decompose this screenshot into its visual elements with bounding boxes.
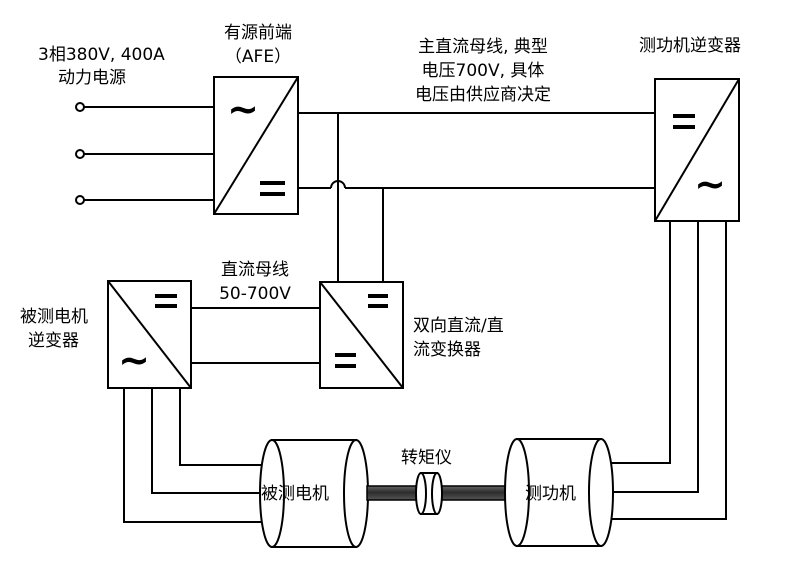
afe-converter-block	[213, 76, 299, 215]
ac-input-lines	[75, 102, 214, 205]
main-bus-label-line2: 电压700V, 具体	[421, 61, 545, 81]
main-bus-label-line3: 电压由供应商决定	[415, 85, 551, 105]
terminal-l2	[75, 149, 85, 159]
dut-motor-label: 被测电机	[261, 484, 329, 504]
power-source-label-line2: 动力电源	[58, 68, 126, 88]
terminal-l3	[75, 195, 85, 205]
secondary-dc-bus	[191, 307, 320, 364]
dut-inverter-block	[107, 280, 192, 389]
dyno-inverter-label: 测功机逆变器	[639, 36, 741, 56]
dut-motor	[259, 439, 369, 548]
dyno-motor-label: 测功机	[525, 484, 576, 504]
main-bus-label-line1: 主直流母线, 典型	[418, 37, 548, 57]
dut-inverter-label-line2: 逆变器	[28, 331, 79, 351]
dyno-motor-wiring	[605, 221, 727, 520]
afe-label-line2: （AFE）	[224, 47, 292, 67]
bidir-converter-label-line2: 流变换器	[413, 340, 481, 360]
dut-motor-wiring	[123, 388, 272, 523]
terminal-l1	[75, 102, 85, 112]
dut-inverter-ac-symbol: ~	[118, 338, 150, 382]
dc-bus-label-line1: 直流母线	[221, 260, 289, 280]
dc-bus-label-line2: 50-700V	[219, 284, 291, 304]
dyno-inverter-block	[654, 78, 740, 222]
torque-meter-label: 转矩仪	[401, 448, 452, 468]
bidirectional-dcdc-block	[319, 281, 404, 389]
power-source-label-line1: 3相380V, 400A	[38, 45, 165, 65]
dyno-motor	[504, 438, 614, 547]
main-dc-bus	[298, 112, 655, 282]
dut-inverter-label-line1: 被测电机	[20, 307, 88, 327]
torque-meter-symbol	[415, 472, 443, 515]
afe-ac-symbol: ~	[227, 87, 259, 131]
bidir-converter-label-line1: 双向直流/直	[413, 316, 504, 336]
dyno-inverter-ac-symbol: ~	[694, 162, 726, 206]
afe-label-line1: 有源前端	[224, 23, 292, 43]
